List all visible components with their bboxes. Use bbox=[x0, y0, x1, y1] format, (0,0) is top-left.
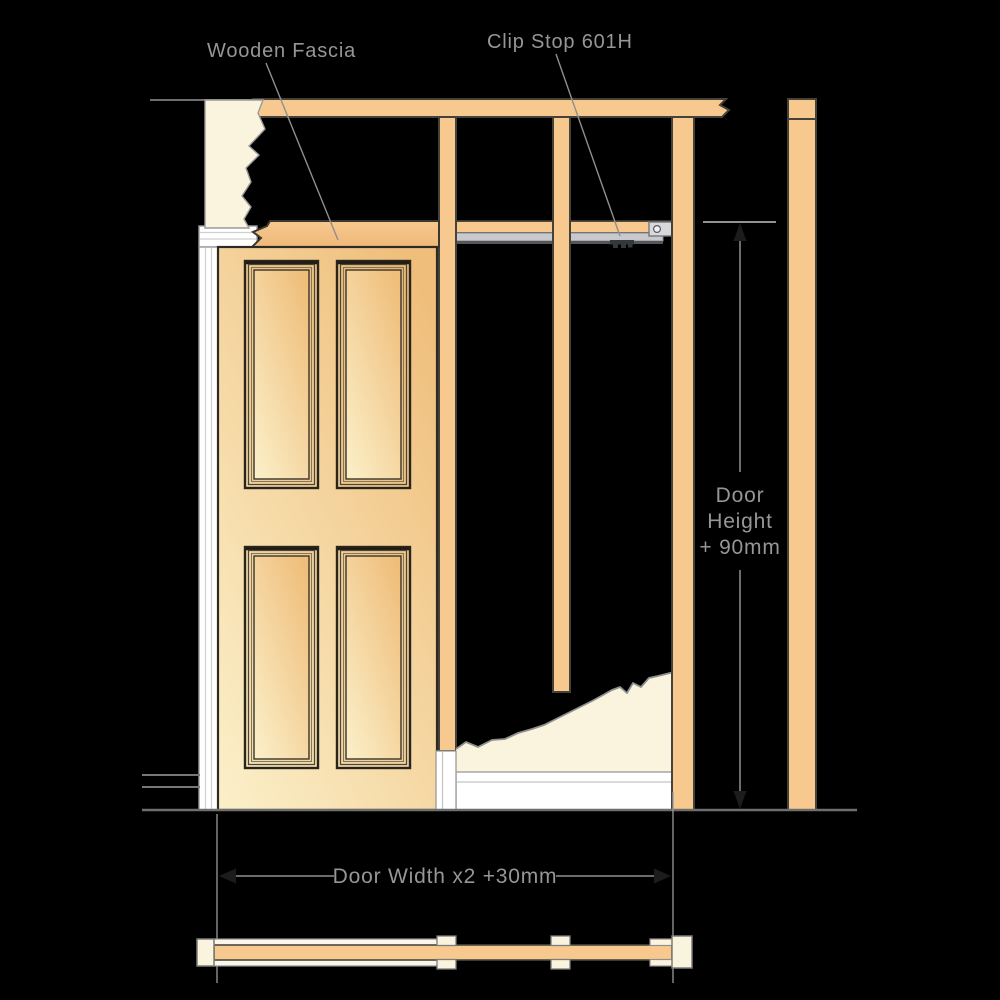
clip-stop-body bbox=[610, 240, 634, 245]
sliding-track bbox=[436, 232, 664, 242]
door-height-dimension: Door Height + 90mm bbox=[699, 221, 780, 809]
wall-plaster-patch-top bbox=[204, 99, 266, 229]
panel-field bbox=[253, 269, 310, 480]
plan-stud-tab bbox=[436, 935, 457, 947]
panel-step bbox=[250, 266, 313, 483]
panel-step bbox=[247, 549, 316, 766]
plan-head-timber bbox=[213, 944, 673, 961]
door-height-text-line2: Height bbox=[707, 510, 773, 533]
height-arrow-down bbox=[733, 791, 747, 809]
pocket-mouth-trim bbox=[435, 750, 457, 811]
plasterboard-torn-edge bbox=[455, 671, 675, 750]
wooden-fascia-label: Wooden Fascia bbox=[207, 40, 356, 62]
height-arrow-up bbox=[733, 223, 747, 241]
door-height-text-line1: Door bbox=[716, 484, 765, 507]
bracket-screw bbox=[652, 225, 661, 234]
pocket-stud-left bbox=[438, 116, 457, 752]
architrave-leg bbox=[198, 246, 219, 811]
jamb-stud bbox=[671, 116, 695, 811]
panel-field bbox=[345, 555, 402, 760]
plan-end-block-right bbox=[671, 935, 693, 969]
plan-end-block-left bbox=[196, 938, 215, 967]
panel-step bbox=[339, 549, 408, 766]
panel-field bbox=[253, 555, 310, 760]
panel-step bbox=[342, 266, 405, 483]
frame-plan-view bbox=[196, 935, 693, 970]
panel-step bbox=[250, 552, 313, 763]
clip-stop-label: Clip Stop 601H bbox=[487, 31, 633, 53]
pocket-stud-middle bbox=[552, 116, 571, 693]
skirting-board bbox=[455, 771, 675, 811]
clip-stop-foot bbox=[613, 244, 618, 248]
door-panel-upper-left bbox=[243, 259, 320, 490]
right-wall-post bbox=[787, 98, 817, 811]
plan-stud-tab bbox=[436, 958, 457, 970]
clip-stop-foot bbox=[628, 244, 633, 248]
panel-outer bbox=[243, 259, 320, 490]
right-post-body bbox=[787, 98, 817, 811]
architrave-head bbox=[198, 225, 258, 248]
width-arrow-right bbox=[654, 868, 671, 884]
panel-outer bbox=[243, 545, 320, 770]
plan-liner-right-bottom bbox=[649, 958, 675, 967]
track-bottom-edge bbox=[437, 241, 663, 244]
skirting bbox=[435, 750, 675, 811]
wooden-fascia-board bbox=[249, 220, 440, 248]
clip-stop-601h bbox=[610, 240, 634, 248]
door-panel-lower-right bbox=[335, 545, 412, 770]
clip-stop-leader-line bbox=[555, 53, 621, 237]
wooden-fascia-leader-line bbox=[265, 62, 339, 241]
panel-step bbox=[247, 263, 316, 486]
plan-stud-tab bbox=[550, 958, 571, 970]
plan-stud-tab bbox=[550, 935, 571, 947]
panel-outer bbox=[335, 545, 412, 770]
door-height-text-line3: + 90mm bbox=[699, 536, 780, 559]
panel-step bbox=[339, 263, 408, 486]
door-width-text: Door Width x2 +30mm bbox=[333, 865, 558, 888]
sliding-door bbox=[216, 245, 439, 812]
plan-liner-right-top bbox=[649, 938, 675, 947]
clip-stop-foot bbox=[621, 244, 626, 248]
door-panel-upper-right bbox=[335, 259, 412, 490]
panel-outer bbox=[335, 259, 412, 490]
callouts: Wooden Fascia Clip Stop 601H bbox=[207, 31, 633, 241]
header-beam bbox=[252, 98, 731, 118]
panel-field bbox=[345, 269, 402, 480]
door-leaf bbox=[216, 245, 439, 812]
door-panel-lower-left bbox=[243, 545, 320, 770]
width-arrow-left bbox=[219, 868, 236, 884]
panel-step bbox=[342, 552, 405, 763]
